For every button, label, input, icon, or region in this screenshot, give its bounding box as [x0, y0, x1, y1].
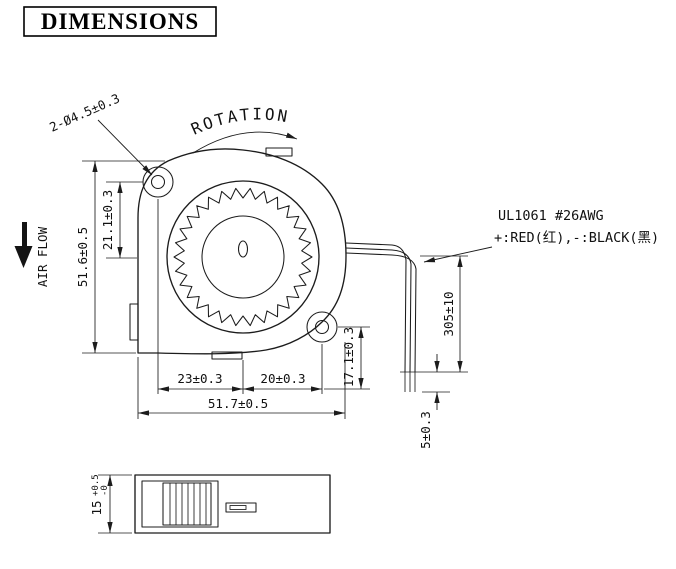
dim-5-label: 5±0.3 [418, 411, 433, 449]
dim-17-1-label: 17.1±0.3 [341, 327, 356, 387]
bottom-foot [211, 351, 243, 360]
dim-15-label: 15 [89, 500, 104, 515]
wire-spec: UL1061 #26AWG +:RED(红),-:BLACK(黑) [423, 208, 659, 263]
side-view-outline [134, 474, 331, 534]
hole-callout-leader [97, 119, 153, 176]
dim-21-1: 21.1±0.3 [100, 181, 143, 259]
housing-outline [137, 148, 347, 355]
dim-51-7: 51.7±0.5 [137, 342, 346, 419]
impeller-teeth [173, 187, 313, 327]
title-block: DIMENSIONS [23, 6, 217, 37]
wire-spec-leader [423, 246, 493, 263]
shaft-slot [237, 240, 249, 258]
motor-housing [141, 480, 219, 528]
airflow-arrow-icon [22, 222, 27, 246]
front-view: ROTATION [129, 104, 417, 392]
mounting-hole-bottom-right [314, 319, 330, 335]
title-box [23, 6, 217, 37]
airflow-indicator: AIR FLOW [14, 222, 50, 287]
dim-51-6: 51.6±0.5 [75, 160, 165, 354]
page-title: DIMENSIONS [41, 9, 199, 34]
lead-wires [345, 242, 417, 392]
dim-17-1: 17.1±0.3 [324, 326, 370, 390]
dim-23-label: 23±0.3 [177, 371, 222, 386]
dim-51-7-label: 51.7±0.5 [208, 396, 268, 411]
top-tab [265, 147, 293, 157]
wire-spec-line1: UL1061 #26AWG [498, 208, 604, 224]
hole-callout: 2-Ø4.5±0.3 [47, 90, 153, 176]
wire-2 [345, 247, 412, 373]
hub-circle [201, 215, 285, 299]
inlet-circle [166, 180, 320, 334]
dim-21-1-label: 21.1±0.3 [100, 190, 115, 250]
wire-spec-line2: +:RED(红),-:BLACK(黑) [494, 230, 659, 246]
wire-exit-detail [229, 505, 247, 510]
dim-15-tol-minus: -0 [100, 485, 110, 496]
dim-305: 305±10 [400, 255, 468, 373]
dim-15: 15 +0.5 -0 [89, 474, 132, 534]
mounting-hole-top-left [150, 174, 166, 190]
dim-15-tol-plus: +0.5 [91, 474, 101, 496]
wire-1 [345, 242, 407, 373]
motor-hatch-block [162, 482, 212, 526]
airflow-arrowhead-icon [14, 246, 33, 268]
dim-51-6-label: 51.6±0.5 [75, 227, 90, 287]
rotation-arc-arrow [192, 131, 298, 154]
mounting-ear-bottom-right [306, 311, 338, 343]
left-tab [129, 303, 139, 341]
wire-exit-slot [225, 502, 257, 513]
airflow-label: AIR FLOW [35, 226, 50, 287]
motor-hatch-lines [169, 483, 207, 525]
dim-20-label: 20±0.3 [260, 371, 305, 386]
dim-305-label: 305±10 [441, 291, 456, 336]
wire-3 [345, 252, 417, 373]
dim-23-20: 23±0.3 20±0.3 [157, 199, 323, 394]
mounting-ear-top-left [142, 166, 174, 198]
hole-callout-label: 2-Ø4.5±0.3 [47, 90, 122, 134]
dim-5: 5±0.3 [418, 354, 450, 449]
stripped-wire-ends [404, 372, 416, 392]
side-view [134, 474, 331, 534]
